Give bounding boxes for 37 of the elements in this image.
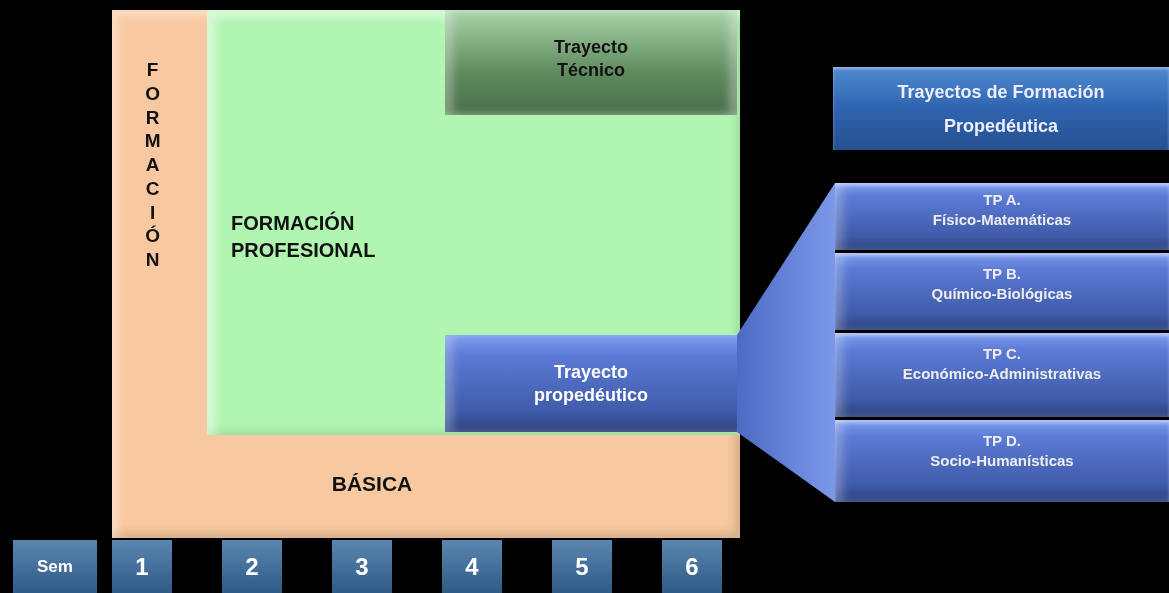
box-label: TP C. [981,345,1023,362]
track-box [445,335,737,432]
semester-box [552,540,612,593]
box-label: Físico-Matemáticas [931,211,1073,228]
vertical-label: FORMACIÓN [144,58,162,272]
box-label: TP D. [981,432,1023,449]
semester-label: 5 [574,551,590,582]
semester-box [13,540,97,593]
track-option-box [835,420,1169,502]
semester-label: 3 [354,551,370,582]
semester-label: 1 [134,551,150,582]
formation-area [207,10,740,435]
box-label: TP B. [981,265,1023,282]
track-box [445,10,737,115]
track-option-box [835,333,1169,417]
box-label: Socio-Humanísticas [929,452,1075,469]
box-label: TP A. [982,191,1022,208]
header-box [833,67,1169,150]
semester-box [442,540,502,593]
semester-box [332,540,392,593]
box-label: Trayecto Técnico [552,36,629,83]
semester-box [662,540,722,593]
area-label: FORMACIÓN PROFESIONAL [231,210,377,263]
semester-label: 6 [684,551,700,582]
semester-label: 4 [464,551,480,582]
semester-label: 2 [244,551,260,582]
track-option-box [835,183,1169,250]
box-label: Económico-Administrativas [901,365,1103,382]
semester-box [222,540,282,593]
semester-box [112,540,172,593]
track-option-box [835,253,1169,330]
formation-area [112,10,740,538]
box-label: Trayecto propedéutico [533,360,649,407]
semester-label: Sem [36,555,74,578]
box-label: Químico-Biológicas [930,285,1074,302]
area-label: BÁSICA [330,472,414,496]
box-label: Trayectos de Formación Propedéutica [896,80,1106,138]
